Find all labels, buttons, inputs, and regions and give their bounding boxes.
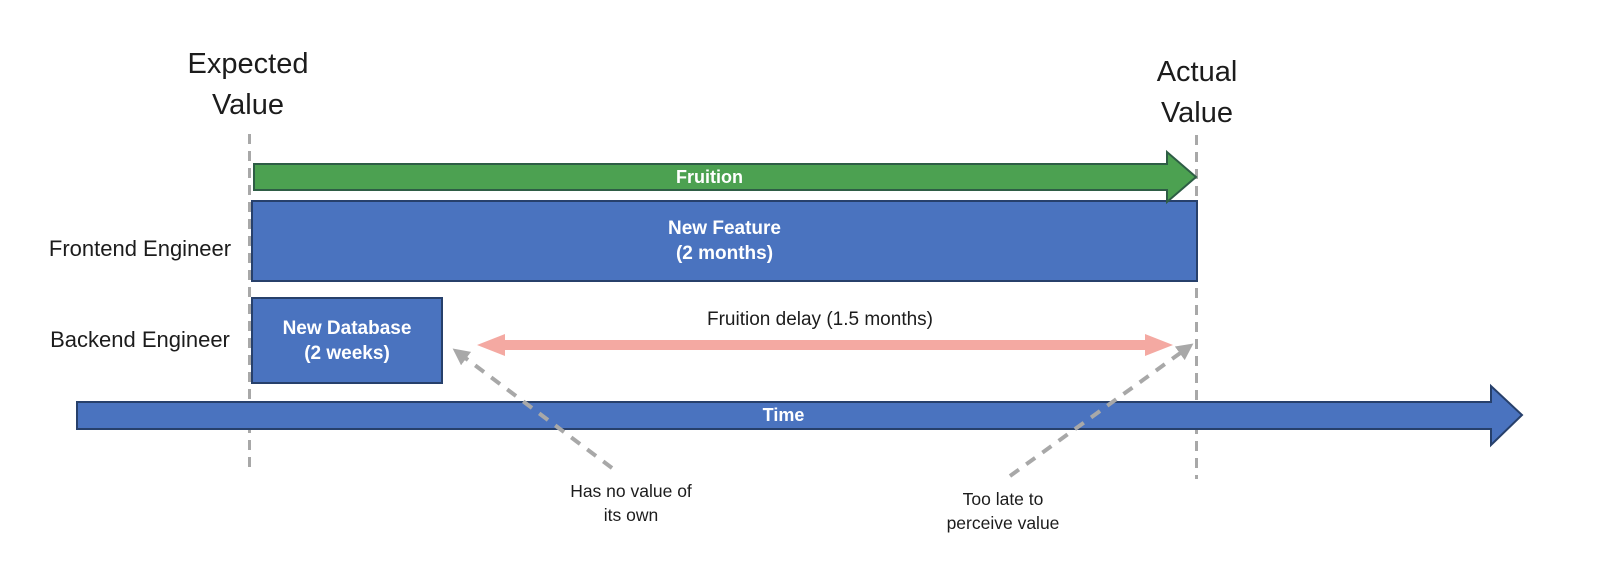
no-value-annotation-text: Has no value of its own [570, 481, 692, 525]
time-arrow-label: Time [762, 405, 805, 425]
fruition-delay-label: Fruition delay (1.5 months) [707, 309, 933, 330]
too-late-annotation-arrow [1008, 343, 1194, 478]
lane-label-frontend: Frontend Engineer [48, 236, 232, 261]
fruition-delay-arrow [477, 334, 1173, 356]
new-feature-bar: New Feature (2 months) [251, 200, 1198, 282]
new-database-bar-label: New Database (2 weeks) [282, 317, 412, 364]
expected-value-dashed-line [248, 134, 251, 470]
no-value-annotation-arrow [452, 348, 614, 470]
too-late-annotation-text: Too late to perceive value [946, 489, 1060, 533]
fruition-arrow-label: Fruition [676, 166, 743, 187]
new-feature-bar-label: New Feature (2 months) [668, 218, 781, 264]
expected-value-label: Expected Value [187, 48, 309, 121]
lane-label-backend: Backend Engineer [50, 327, 230, 352]
new-database-bar: New Database (2 weeks) [251, 297, 443, 384]
actual-value-label: Actual Value [1156, 56, 1238, 129]
fruition-arrow [253, 149, 1198, 205]
actual-value-dashed-line [1195, 135, 1198, 479]
time-arrow [76, 383, 1524, 448]
